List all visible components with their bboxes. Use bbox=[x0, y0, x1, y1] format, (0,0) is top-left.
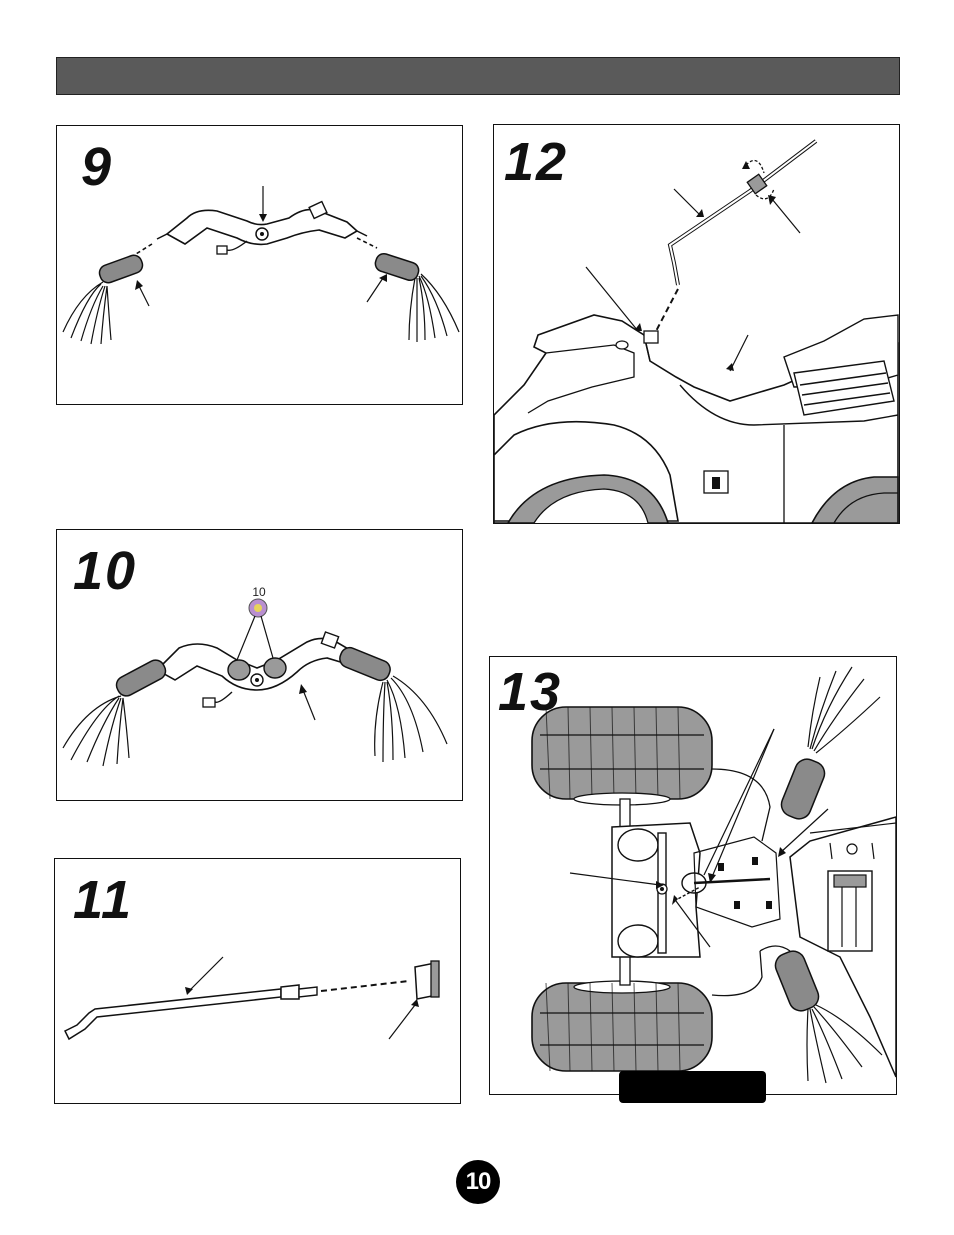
step-13-label-box bbox=[619, 1071, 766, 1103]
step-11-panel: 11 bbox=[54, 858, 461, 1104]
steering-install-illustration bbox=[494, 125, 899, 523]
step-10-panel: 10 10 bbox=[56, 529, 463, 801]
page-number-badge: 10 bbox=[456, 1160, 500, 1204]
steering-shaft-illustration bbox=[55, 859, 460, 1103]
handlebar-grips-illustration bbox=[57, 126, 462, 404]
part-callout-number: 10 bbox=[252, 585, 266, 599]
step-12-panel: 12 bbox=[493, 124, 900, 524]
step-13-panel: 13 bbox=[489, 656, 897, 1095]
steering-linkage-illustration bbox=[490, 657, 896, 1094]
handlebar-assembled-illustration: 10 bbox=[57, 530, 462, 800]
header-bar bbox=[56, 57, 900, 95]
step-9-panel: 9 bbox=[56, 125, 463, 405]
